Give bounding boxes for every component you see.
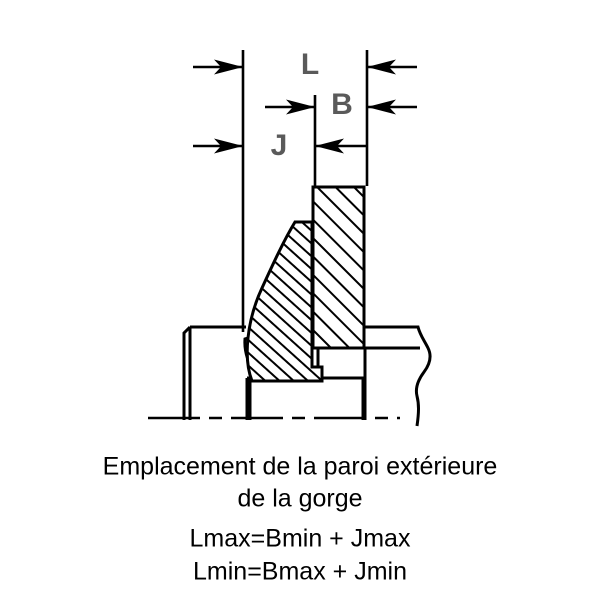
housing-shoulder-left (182, 325, 246, 420)
arrow-head-B-left (286, 99, 315, 115)
sealing-lip-outline (245, 220, 324, 383)
housing-lower-block (245, 376, 365, 420)
arrow-head-L-left (214, 59, 243, 75)
figure-caption: Emplacement de la paroi extérieure de la… (103, 453, 498, 586)
dimension-row-L: L (193, 46, 417, 82)
dimension-row-B: B (265, 86, 417, 122)
arrow-head-J-right (315, 138, 344, 154)
break-line-right (365, 325, 432, 427)
dimension-label-L: L (301, 48, 319, 81)
caption-line-1: Emplacement de la paroi extérieure (103, 453, 498, 481)
caption-line-2: de la gorge (237, 485, 362, 513)
arrow-head-B-right (367, 99, 396, 115)
dimension-row-J: J (193, 127, 367, 163)
dimension-label-B: B (331, 88, 353, 121)
dimension-label-J: J (271, 129, 288, 162)
formula-lmin: Lmin=Bmax + Jmin (193, 558, 407, 586)
arrow-head-L-right (367, 59, 396, 75)
groove-outer-wall-block (311, 185, 366, 350)
seal-cross-section (148, 185, 432, 427)
arrow-head-J-left (214, 138, 243, 154)
dimension-extension-lines (241, 50, 369, 332)
formula-lmax: Lmax=Bmin + Jmax (190, 525, 411, 553)
